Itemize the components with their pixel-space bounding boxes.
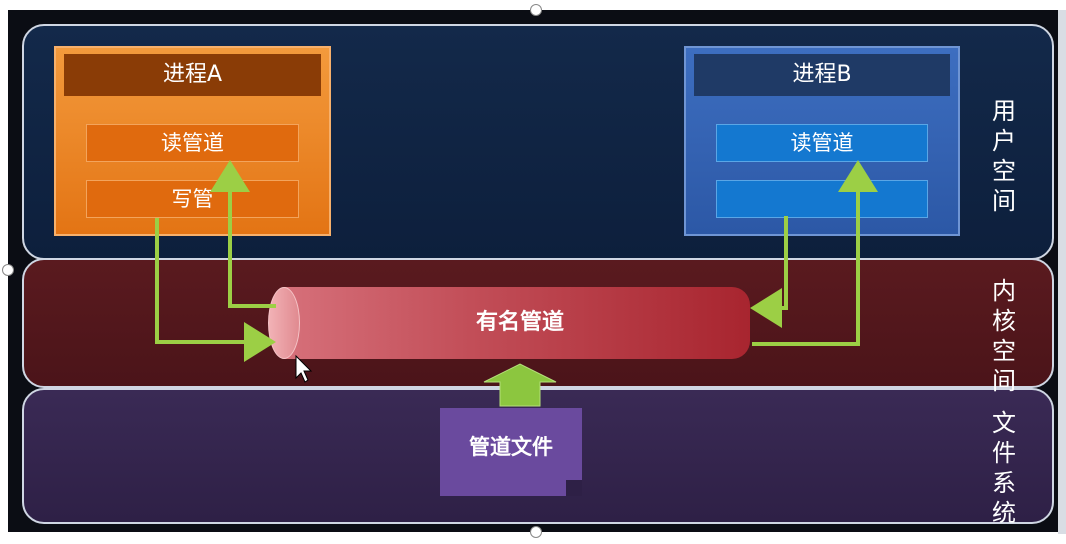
- kernel-space-label: 内核空间: [992, 277, 1016, 395]
- user-space-label: 用户空间: [992, 97, 1016, 215]
- named-pipe-label: 有名管道: [475, 310, 564, 335]
- selection-handle-top[interactable]: [530, 4, 542, 16]
- process-a-write-pipe: 写管: [86, 180, 299, 218]
- arrow-pipe-to-b-read: [752, 160, 878, 346]
- selection-handle-bottom[interactable]: [530, 526, 542, 538]
- window-edge: [1058, 10, 1066, 534]
- process-b-box: 进程B 读管道: [684, 46, 960, 236]
- pipe-file-label: 管道文件: [469, 435, 553, 459]
- selection-handle-left[interactable]: [2, 264, 14, 276]
- file-system-label: 文件系统: [992, 409, 1016, 527]
- process-b-title: 进程B: [694, 54, 950, 96]
- process-b-read-pipe: 读管道: [716, 124, 928, 162]
- arrow-file-to-pipe: [483, 363, 557, 407]
- process-a-title: 进程A: [64, 54, 321, 96]
- pipe-file-box: 管道文件: [440, 408, 582, 496]
- arrow-pipe-to-a-read: [210, 160, 276, 308]
- process-a-box: 进程A 读管道 写管: [54, 46, 331, 236]
- mouse-cursor-icon: [295, 354, 313, 383]
- arrow-b-to-pipe: [750, 216, 788, 328]
- process-b-empty-slot: [716, 180, 928, 218]
- arrow-a-write-to-pipe: [155, 218, 276, 362]
- process-a-read-pipe: 读管道: [86, 124, 299, 162]
- named-pipe-body: [284, 287, 750, 359]
